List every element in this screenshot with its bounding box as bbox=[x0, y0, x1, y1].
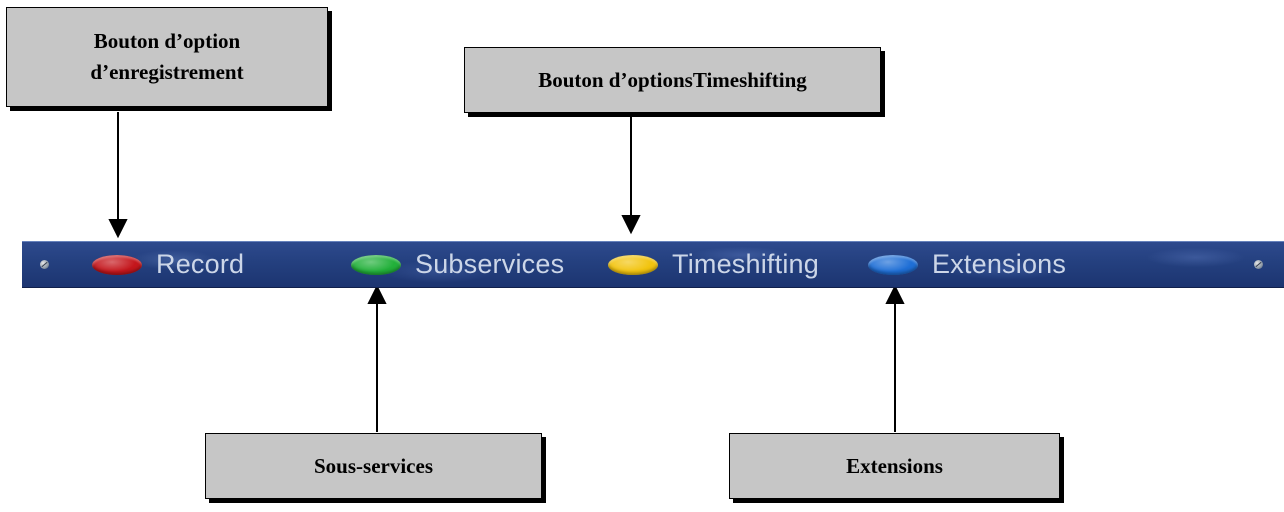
record-button[interactable]: Record bbox=[92, 241, 244, 288]
extensions-button[interactable]: Extensions bbox=[868, 241, 1066, 288]
callout-record-option: Bouton d’option d’enregistrement bbox=[6, 7, 328, 107]
arrowhead-record bbox=[108, 219, 128, 239]
subservices-button[interactable]: Subservices bbox=[351, 241, 564, 288]
arrowhead-timeshifting bbox=[621, 215, 641, 235]
screw-left-icon bbox=[40, 260, 49, 269]
red-oval-icon bbox=[92, 254, 142, 275]
callout-extensions: Extensions bbox=[729, 433, 1060, 499]
arrowhead-extensions bbox=[885, 284, 905, 304]
timeshifting-button[interactable]: Timeshifting bbox=[608, 241, 819, 288]
green-oval-icon bbox=[351, 254, 401, 275]
arrowhead-subservices bbox=[367, 284, 387, 304]
callout-subservices: Sous-services bbox=[205, 433, 542, 499]
subservices-label: Subservices bbox=[415, 249, 565, 279]
record-label: Record bbox=[156, 249, 245, 279]
extensions-label: Extensions bbox=[932, 249, 1067, 279]
blue-oval-icon bbox=[868, 254, 918, 275]
option-toolbar: Record Subservices Timeshifting Extensio… bbox=[22, 241, 1284, 288]
screw-right-icon bbox=[1254, 260, 1263, 269]
timeshifting-label: Timeshifting bbox=[672, 249, 819, 279]
yellow-oval-icon bbox=[608, 254, 658, 275]
callout-timeshifting-option: Bouton d’optionsTimeshifting bbox=[464, 47, 881, 113]
